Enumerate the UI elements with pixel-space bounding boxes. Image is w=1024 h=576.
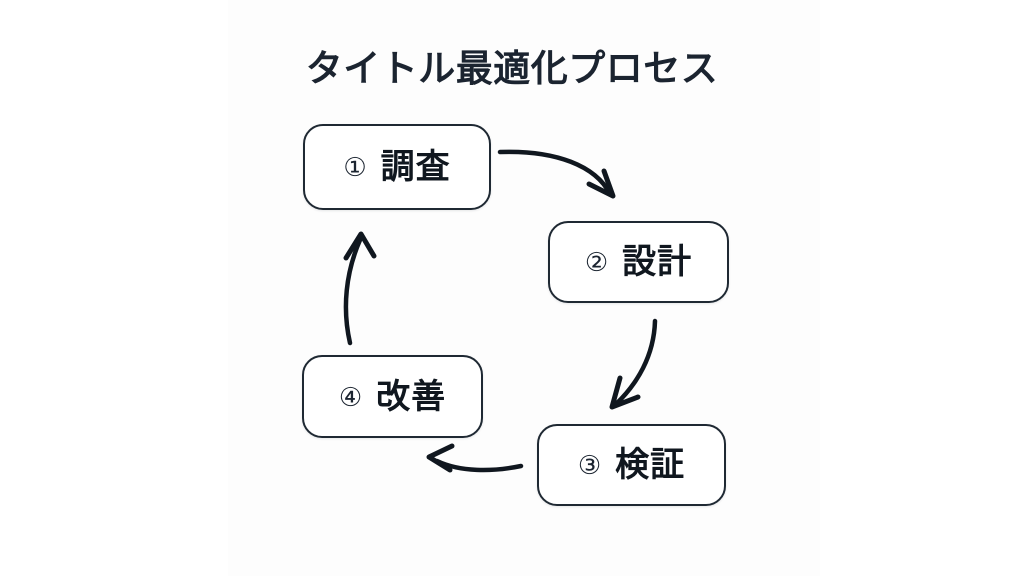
step-4-label: 改善 [376, 377, 447, 416]
step-3-label: 検証 [615, 446, 686, 484]
step-3-index: ③ [577, 450, 602, 480]
step-1-index: ① [343, 152, 367, 182]
step-1-label: 調査 [380, 148, 451, 186]
step-2-index: ② [584, 247, 609, 277]
step-node-2[interactable]: ② 設計 [548, 221, 729, 303]
step-node-3[interactable]: ③ 検証 [537, 424, 726, 506]
step-node-1[interactable]: ① 調査 [303, 124, 491, 210]
step-4-index: ④ [338, 381, 363, 412]
page-title: タイトル最適化プロセス [305, 48, 719, 89]
step-2-label: 設計 [622, 243, 693, 281]
step-node-4[interactable]: ④ 改善 [302, 355, 483, 438]
